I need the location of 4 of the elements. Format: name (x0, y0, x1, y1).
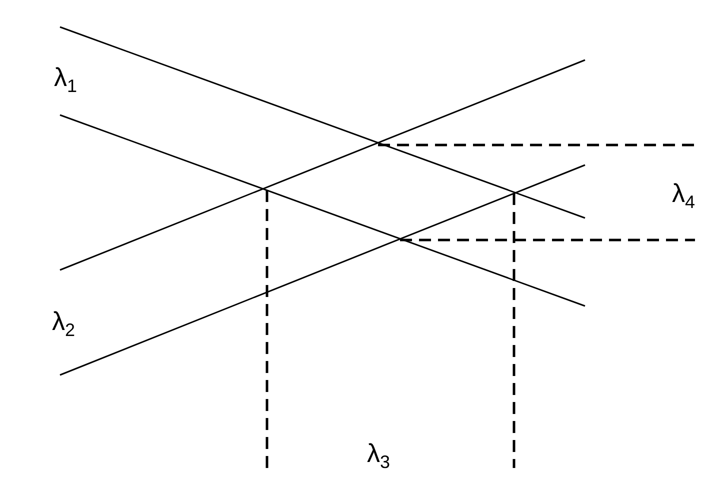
line-label: λ$_{1}$ (54, 64, 78, 96)
line-label: λ$_{2}$ (52, 308, 76, 340)
line-label: λ$_{4}$ (672, 180, 696, 212)
line-label: λ$_{3}$ (367, 440, 390, 472)
